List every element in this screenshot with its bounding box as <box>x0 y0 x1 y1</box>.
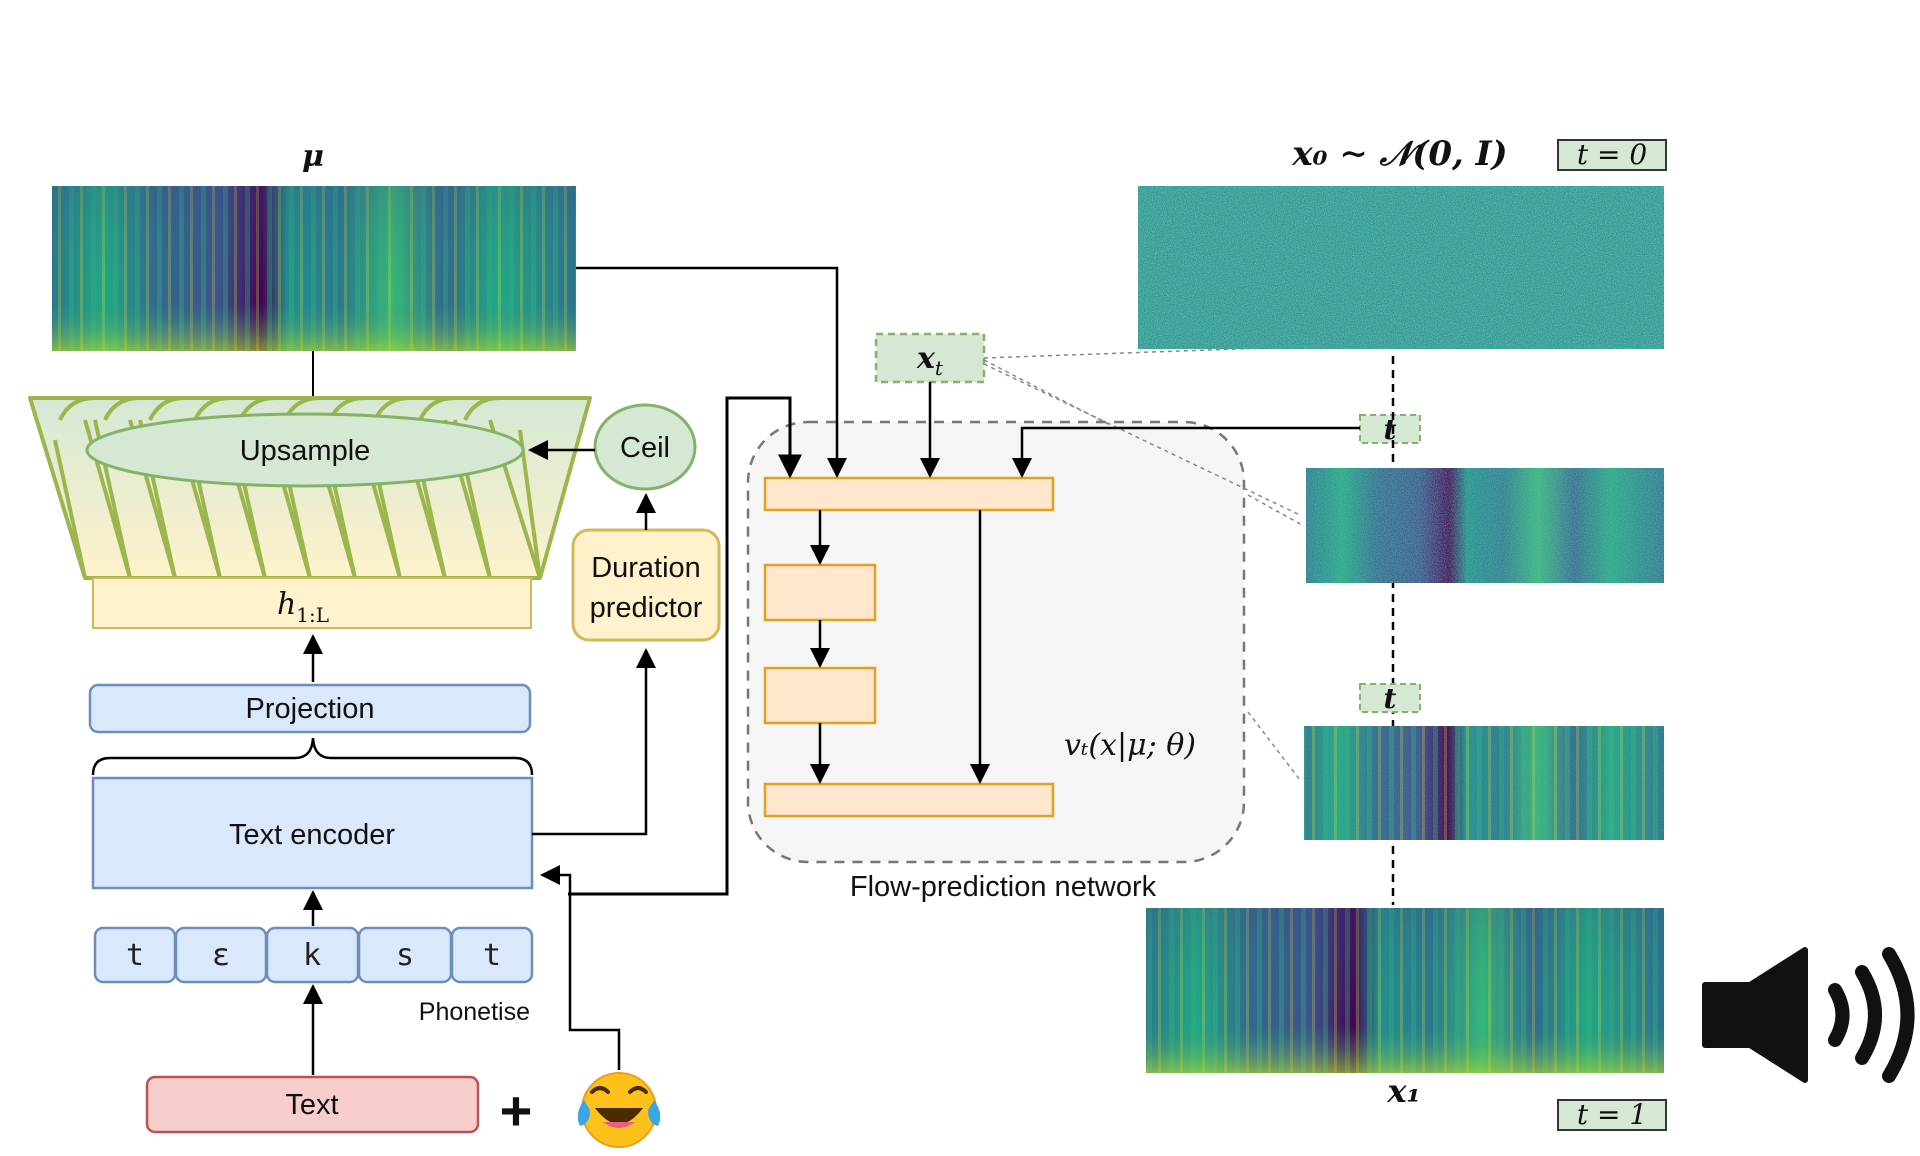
xt-subscript: t <box>935 356 944 380</box>
t1-tag: t = 1 <box>1557 1098 1667 1131</box>
x1-spectrogram <box>1146 908 1664 1073</box>
text-encoder-block: Text encoder <box>91 776 534 890</box>
flow-prediction-network: vₜ(x|μ; θ) <box>746 420 1246 864</box>
t0-tag: t = 0 <box>1557 138 1667 171</box>
t1-label: t = 1 <box>1577 1098 1647 1131</box>
upsample-ellipse <box>85 412 525 488</box>
phoneme-row: t ɛ k s t <box>93 926 534 984</box>
vector-field-label: vₜ(x|μ; θ) <box>1064 728 1196 763</box>
phoneme-4: t <box>483 938 501 973</box>
ceil-node: Ceil <box>593 403 697 491</box>
phoneme-3: s <box>396 938 414 973</box>
duration-label-line1: Duration <box>591 552 701 584</box>
t-lower-label: t <box>1384 682 1397 715</box>
t0-label: t = 0 <box>1577 138 1647 171</box>
flow-output-layer <box>763 782 1055 818</box>
text-input-block: Text <box>145 1075 480 1134</box>
ceil-label: Ceil <box>620 432 670 464</box>
phoneme-2: k <box>303 938 321 973</box>
plus-sign: + <box>500 1079 533 1142</box>
t-upper-label: t <box>1384 413 1397 446</box>
xt-tag: xt <box>874 332 986 384</box>
h-subscript: 1:L <box>296 603 329 627</box>
upsample-block: Upsample <box>28 396 592 580</box>
speaker-icon <box>1702 947 1915 1083</box>
flow-input-layer <box>763 476 1055 512</box>
svg-text:xt: xt <box>916 341 944 380</box>
phoneme-1: ɛ <box>212 938 230 973</box>
xt-label: x <box>916 341 936 376</box>
duration-predictor-block: Duration predictor <box>571 528 721 642</box>
x1-label: x₁ <box>1386 1072 1420 1110</box>
hidden-representation-block: h1:L <box>92 577 532 629</box>
t-tag-lower: t <box>1359 682 1421 715</box>
flow-network-label: Flow-prediction network <box>850 871 1157 903</box>
flow-hidden-layer-1 <box>763 563 877 622</box>
brace <box>91 737 534 776</box>
projection-block: Projection <box>88 683 532 734</box>
phonetise-label: Phonetise <box>419 998 530 1026</box>
projection-label: Projection <box>246 693 375 725</box>
phoneme-0: t <box>126 938 144 973</box>
upsample-label: Upsample <box>240 435 371 467</box>
mu-label: μ <box>302 139 324 174</box>
intermediate-spectrogram-2 <box>1304 726 1664 840</box>
duration-label-line2: predictor <box>590 592 703 624</box>
h-label: h <box>277 587 296 622</box>
intermediate-spectrogram-1 <box>1306 468 1664 583</box>
x0-noise-spectrogram <box>1138 186 1664 349</box>
svg-text:h1:L: h1:L <box>277 587 329 627</box>
laughing-emoji-icon <box>577 1072 661 1148</box>
t-tag-upper: t <box>1359 413 1421 446</box>
mu-spectrogram <box>52 186 576 351</box>
text-input-label: Text <box>285 1089 338 1121</box>
flow-hidden-layer-2 <box>763 666 877 725</box>
x0-label: x₀ ∼ 𝒩(0, I) <box>1291 134 1507 174</box>
text-encoder-label: Text encoder <box>229 819 395 851</box>
